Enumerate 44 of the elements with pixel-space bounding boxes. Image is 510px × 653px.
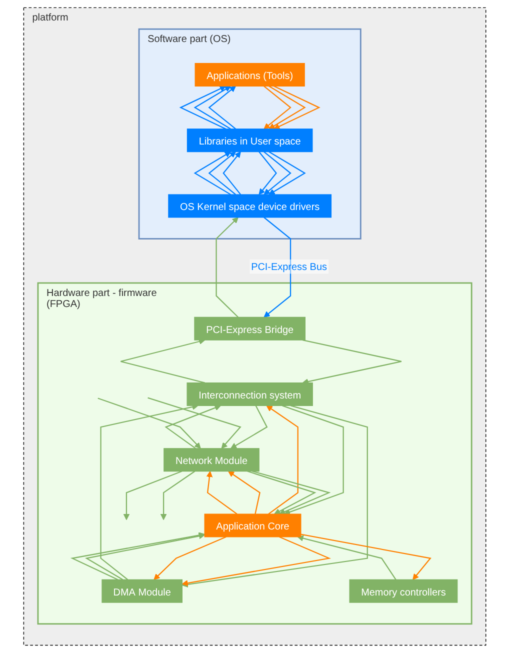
arrow [228, 470, 261, 514]
arrow [208, 151, 236, 195]
arrow [258, 151, 278, 195]
arrow [266, 405, 299, 515]
node-box: OS Kernel space device drivers [168, 194, 332, 218]
node-box: DMA Module [102, 579, 183, 603]
arrow [124, 470, 182, 520]
arrow [230, 405, 268, 449]
arrow [164, 404, 222, 449]
arrow [264, 216, 292, 318]
arrow [264, 86, 292, 130]
arrow [222, 151, 242, 195]
arrow [194, 86, 232, 130]
arrow [160, 470, 196, 520]
arrow [268, 151, 306, 195]
arrow [98, 398, 202, 449]
arrow [216, 217, 239, 318]
node-box: PCI-Express Bridge [194, 316, 306, 340]
arrow [206, 470, 238, 515]
node-box: Memory controllers [349, 579, 458, 603]
arrow [154, 536, 227, 580]
arrow [182, 405, 368, 588]
arrow [268, 86, 306, 130]
arrow [282, 405, 344, 516]
arrow [120, 338, 206, 384]
arrow [302, 339, 402, 385]
arrow [298, 535, 397, 580]
arrow [180, 86, 226, 130]
arrow [264, 151, 292, 195]
arrow [194, 151, 232, 196]
node-box: Network Module [164, 448, 260, 472]
arrow [252, 470, 331, 515]
arrow [208, 86, 236, 130]
arrow [148, 397, 242, 449]
node-box: Application Core [204, 514, 302, 538]
edge-label: PCI-Express Bus [251, 262, 328, 274]
node-box: Libraries in User space [187, 128, 313, 152]
node-box: Applications (Tools) [195, 62, 306, 87]
arrow [182, 536, 332, 586]
arrow [247, 470, 316, 514]
node-box: Interconnection system [186, 382, 314, 406]
arrow [274, 86, 321, 130]
arrow [301, 534, 432, 580]
arrow [100, 404, 198, 580]
